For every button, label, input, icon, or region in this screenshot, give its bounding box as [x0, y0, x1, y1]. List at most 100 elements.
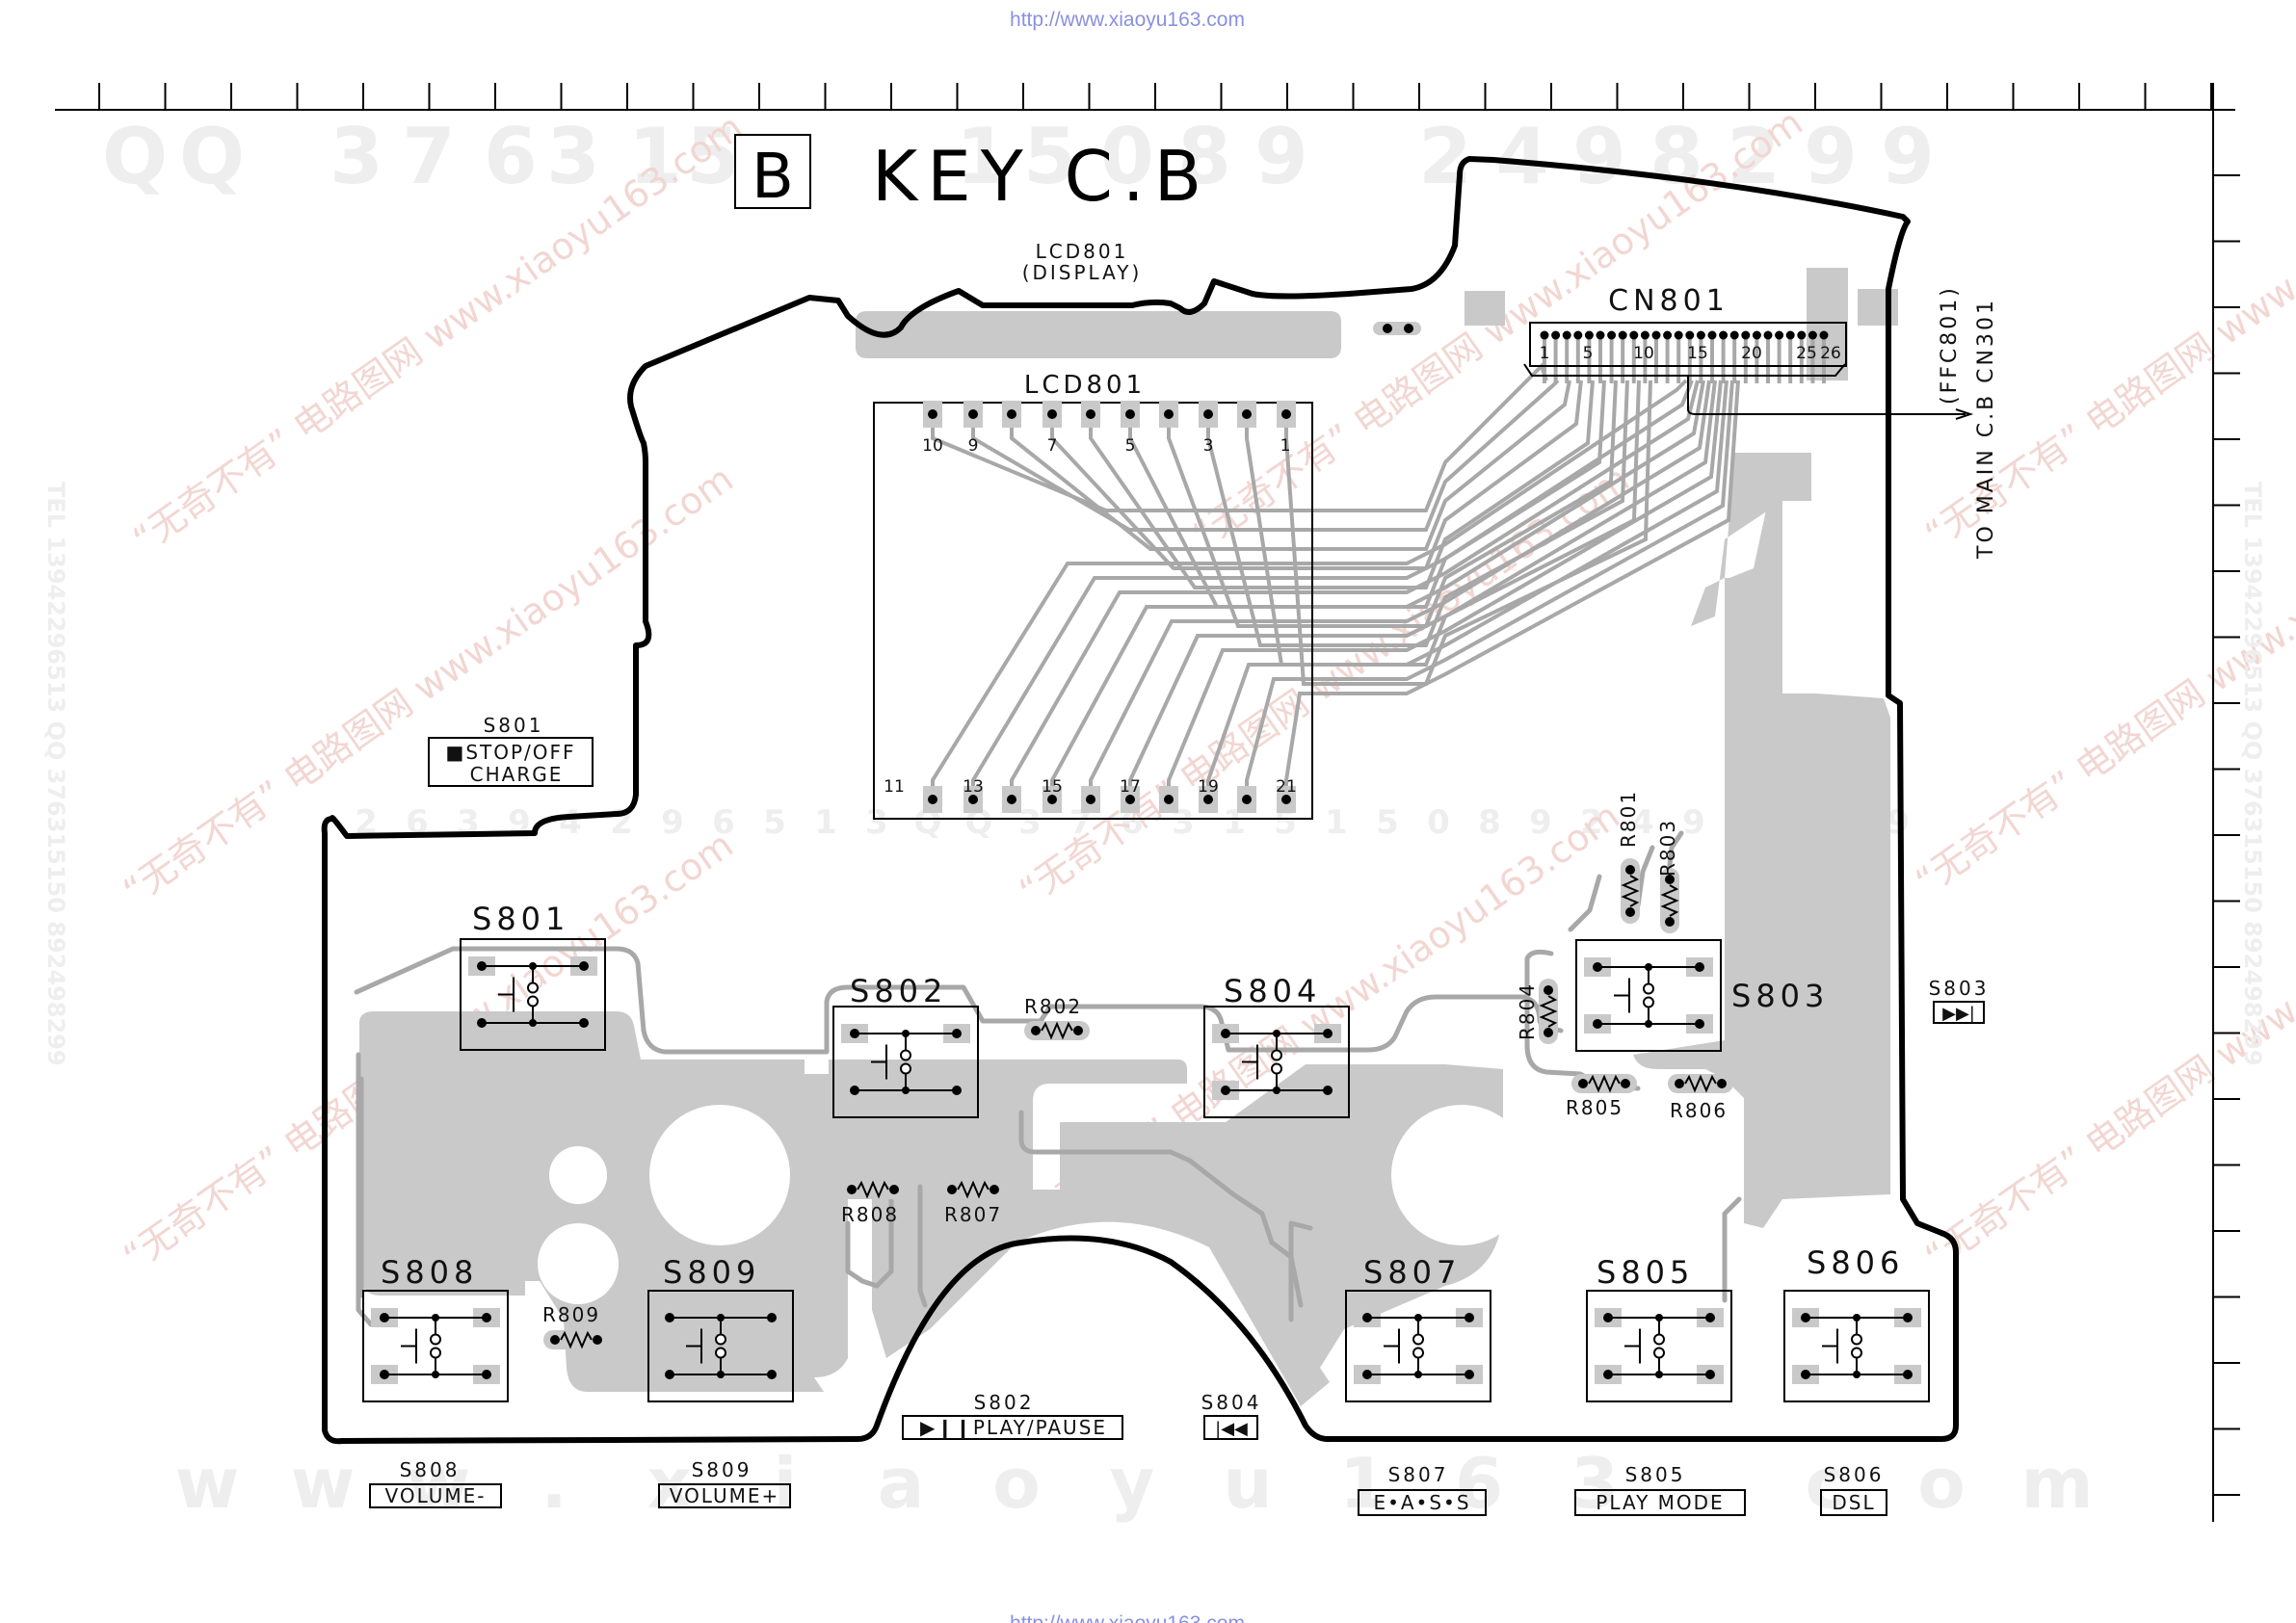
fanout-trace: [931, 379, 1688, 790]
watermark-glyph: 9: [661, 803, 684, 842]
switch-label-s804: S804: [1224, 973, 1321, 1009]
connector-pin: [1573, 330, 1583, 340]
connector-pin: [1775, 330, 1784, 340]
lcd-pad-hole: [1242, 409, 1252, 419]
svg-text:E•A•S•S: E•A•S•S: [1373, 1491, 1470, 1514]
resistor: [1539, 979, 1558, 1044]
lcd-pad-hole: [1203, 795, 1213, 804]
svg-text:S801: S801: [484, 714, 544, 737]
watermark-text: TEL 13942296513 QQ 376315150 892498299: [2239, 482, 2266, 1066]
watermark-glyph: w: [175, 1443, 240, 1524]
watermark-glyph: 4: [1495, 112, 1549, 201]
resistor-label-r808: R808: [841, 1203, 899, 1226]
lcd-pad-hole: [1242, 795, 1252, 804]
fanout-trace: [1089, 380, 1711, 790]
connector-pin: [1763, 330, 1773, 340]
connector-pin: [1674, 330, 1683, 340]
svg-text:S805: S805: [1625, 1463, 1686, 1486]
fanout-trace: [1050, 380, 1705, 790]
tact-switch: [460, 938, 606, 1051]
lcd-pin-label: 3: [1203, 436, 1214, 456]
connector-pin-label: 1: [1540, 344, 1550, 363]
fanout-trace: [1284, 380, 1740, 790]
tact-switch: [1783, 1290, 1930, 1402]
lcd-pin-label: 21: [1276, 777, 1297, 797]
lcd-pad-hole: [928, 409, 937, 419]
connector-pin: [1752, 330, 1761, 340]
connector-pin: [1551, 330, 1561, 340]
connector-pin: [1696, 330, 1705, 340]
connector-pin: [1785, 330, 1795, 340]
fanout-trace: [1206, 380, 1629, 647]
watermark-glyph: o: [1917, 1443, 1965, 1524]
title-box: [734, 134, 811, 209]
header-url-link[interactable]: http://www.xiaoyu163.com: [1010, 9, 1245, 31]
watermark-glyph: 5: [686, 112, 740, 201]
traces: [354, 830, 1742, 1327]
connector-pin: [1808, 330, 1817, 340]
switch-label-s803: S803: [1731, 978, 1829, 1014]
connector-pin-label: 26: [1820, 344, 1841, 363]
fanout-trace: [1010, 380, 1571, 551]
lcd-pin-label: 9: [968, 436, 979, 456]
watermark-glyph: o: [992, 1443, 1040, 1524]
resistor-label-r803: R803: [1656, 819, 1679, 877]
resistor-label-r801: R801: [1617, 790, 1640, 848]
connector-pin: [1741, 330, 1751, 340]
previous-track-icon: |◀◀: [1215, 1419, 1248, 1439]
resistor: [840, 1180, 906, 1199]
ruler: [55, 83, 2240, 1522]
watermark-glyph: a: [878, 1443, 925, 1524]
svg-text:▶❙❙PLAY/PAUSE: ▶❙❙PLAY/PAUSE: [920, 1416, 1107, 1439]
resistor-label-r809: R809: [542, 1303, 600, 1326]
connector-pin: [1651, 330, 1661, 340]
watermark-glyph: 5: [1376, 803, 1399, 842]
function-label-s805: S805 PLAY MODE: [1574, 1463, 1746, 1516]
function-label-s804: S804 |◀◀: [1201, 1391, 1258, 1440]
lcd-label: LCD801: [1036, 240, 1129, 263]
fanout-trace: [1245, 380, 1734, 790]
svg-text:CHARGE: CHARGE: [470, 763, 564, 786]
fanout-trace: [1010, 380, 1700, 790]
connector-pin-label: 20: [1741, 344, 1762, 363]
title-letter: B: [752, 142, 794, 213]
connector-ffc-label: (FFC801): [1938, 285, 1962, 405]
svg-text:S803: S803: [1929, 977, 1990, 1000]
resistor: [1621, 858, 1640, 924]
switch-label-s802: S802: [850, 973, 947, 1009]
fanout-trace: [971, 379, 1560, 532]
connector-pin: [1729, 330, 1739, 340]
resistor-label-r804: R804: [1516, 982, 1539, 1040]
connector-pin: [1607, 330, 1617, 340]
tact-switch: [1345, 1290, 1491, 1402]
fanout-trace: [1128, 380, 1606, 609]
resistor-label-r802: R802: [1024, 995, 1082, 1018]
lcd-pin-label: 7: [1047, 436, 1058, 456]
tact-switch: [1586, 1290, 1732, 1402]
svg-text:S807: S807: [1388, 1463, 1449, 1486]
resistor-label-r806: R806: [1670, 1099, 1728, 1122]
watermark-glyph: w: [291, 1443, 356, 1524]
lcd-label-display: (DISPLAY): [1022, 261, 1143, 284]
connector-pin: [1640, 330, 1649, 340]
lcd-pin-label: 19: [1198, 777, 1219, 797]
connector-arrow-line: [1687, 376, 1966, 415]
lcd-ref: LCD801: [1024, 371, 1146, 400]
watermark-glyph: c: [1806, 1443, 1847, 1524]
connector-pins: [1540, 330, 1829, 340]
connector-pin: [1707, 330, 1717, 340]
watermark-glyph: 3: [546, 112, 600, 201]
lcd-pad-hole: [1125, 409, 1135, 419]
function-label-s808: S808 VOLUME-: [369, 1458, 502, 1508]
switch-label-s807: S807: [1363, 1254, 1461, 1291]
watermark-glyph: 6: [712, 803, 735, 842]
board-outline: [321, 156, 1959, 1445]
lcd-pin-label: 10: [922, 436, 943, 456]
fanout-trace: [1128, 380, 1717, 790]
svg-text:PLAY MODE: PLAY MODE: [1596, 1491, 1724, 1514]
lcd-pad-hole: [1086, 409, 1095, 419]
footer-url-link[interactable]: http://www.xiaoyu163.com: [1010, 1612, 1245, 1623]
watermark-glyph: 9: [1572, 112, 1626, 201]
fanout-trace: [1167, 380, 1723, 790]
lcd-fanout-traces: [931, 362, 1740, 790]
